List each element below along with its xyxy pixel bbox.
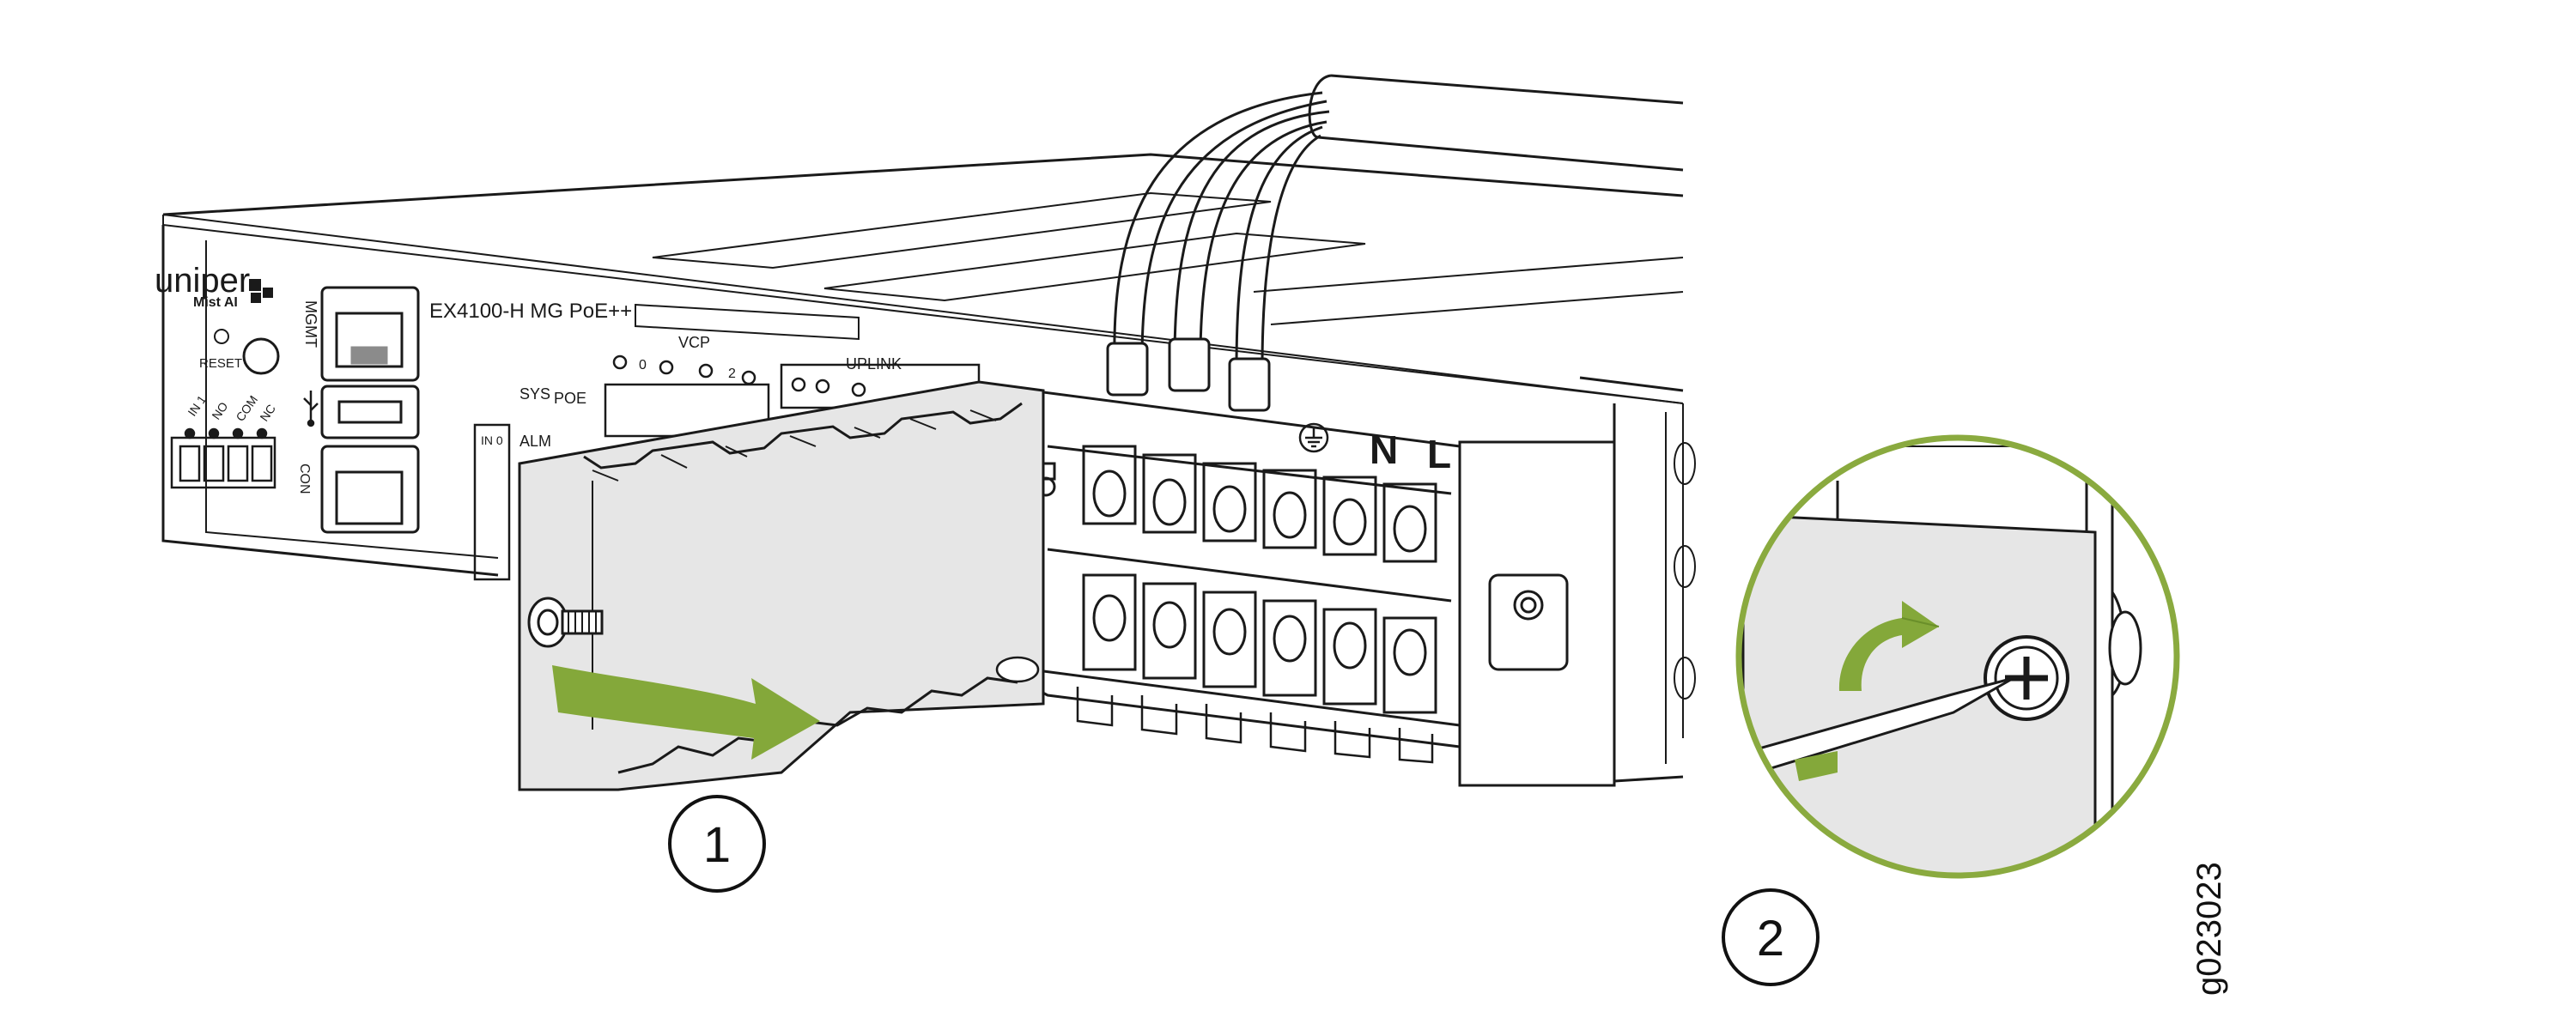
mgmt-label: MGMT [302,300,319,348]
vcp-2-label: 2 [728,367,736,381]
rotate-arrow-icon [1795,601,1940,781]
vcp-0-label: 0 [639,358,647,373]
callout-1: 1 [668,795,766,893]
neutral-label: N [1370,427,1398,472]
usb-port [320,385,420,439]
upper-terminal-screws [1082,445,1437,563]
line-label: L [1427,432,1451,476]
callout-1-label: 1 [703,817,731,873]
zoom-inset [1735,434,2180,879]
usb-icon [303,391,319,427]
reset-button: RESET [199,329,280,375]
poe-label: POE [554,390,586,407]
label-com: COM [233,393,260,424]
figure-code: g023023 [2190,862,2228,996]
label-nc: NC [257,402,278,424]
reset-label: RESET [199,356,242,371]
brand-logo: uniper Mist AI [155,262,273,310]
in0-led-label: IN 0 [481,433,503,447]
alm-label: ALM [519,433,551,450]
label-con: CON [297,464,312,494]
label-no: NO [209,399,230,421]
model-label: EX4100-H MG PoE++ [429,300,632,323]
alarm-terminal-block [170,427,276,489]
sys-label: SYS [519,385,550,403]
mgmt-port [320,286,420,382]
callout-2-label: 2 [1757,911,1784,966]
ground-icon [1298,422,1329,453]
captive-screw [527,597,604,648]
vcp-ports: VCP 0 2 [604,334,770,438]
sub-brand-name: Mist AI [193,295,238,310]
chassis-side-ports [1674,442,1696,700]
terminal-labels: N L [1298,422,1451,476]
callout-2: 2 [1722,888,1820,986]
brand-name: uniper [155,262,250,300]
slide-arrow-icon [552,665,820,760]
power-cables [1106,74,1684,412]
status-leds: SYS POE ALM IN 0 [473,385,586,581]
vcp-label: VCP [678,334,710,351]
lower-terminal-screws [1082,573,1437,714]
power-terminal-block [999,389,1616,787]
console-port [320,445,420,534]
